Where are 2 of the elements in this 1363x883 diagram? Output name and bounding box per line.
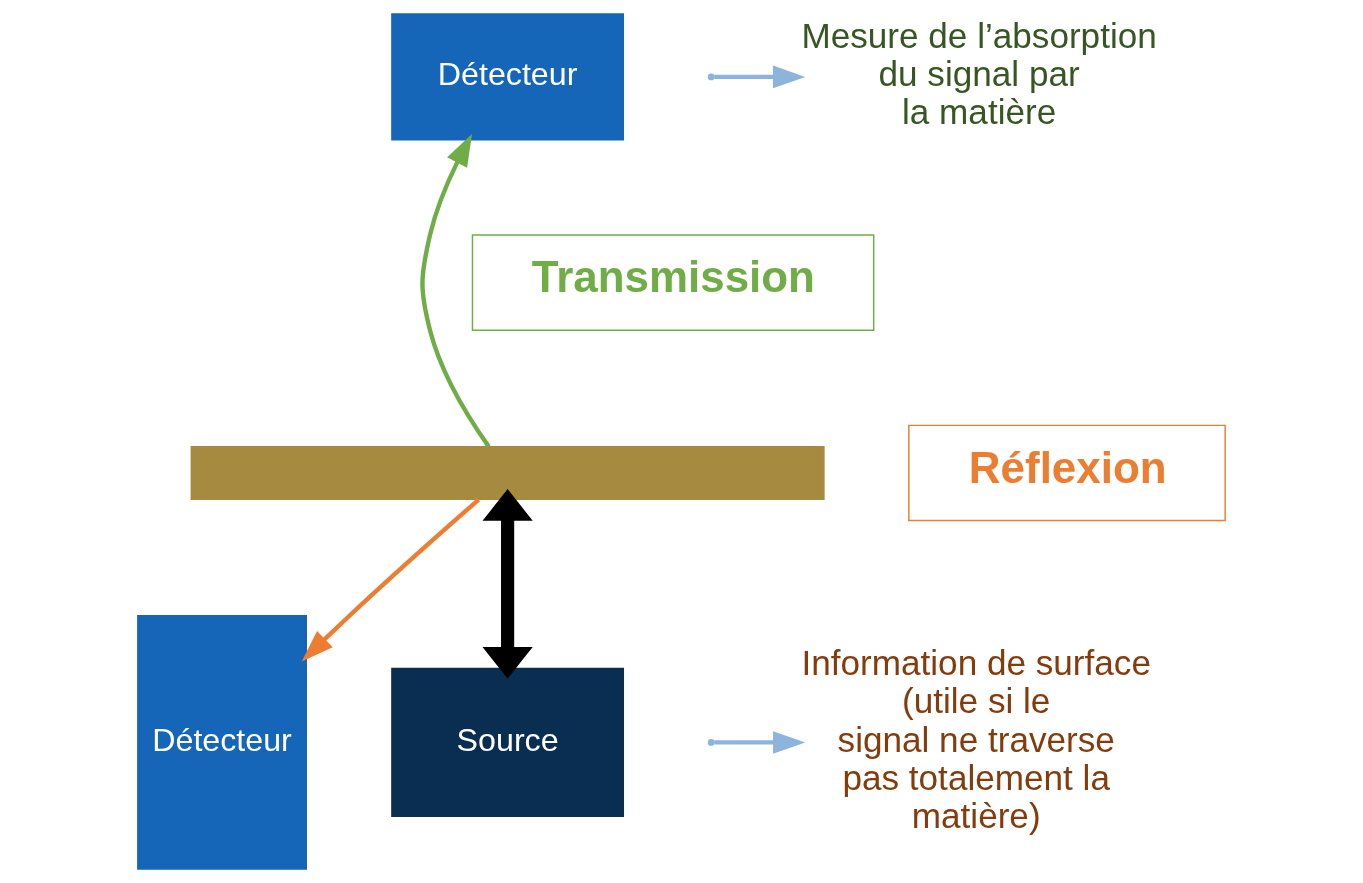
node-text: Information de surface (utile si le signal ne traverse pas totalement la matière) [801, 643, 1151, 835]
node-text: Mesure de l’absorption du signal par la matière [801, 15, 1157, 132]
